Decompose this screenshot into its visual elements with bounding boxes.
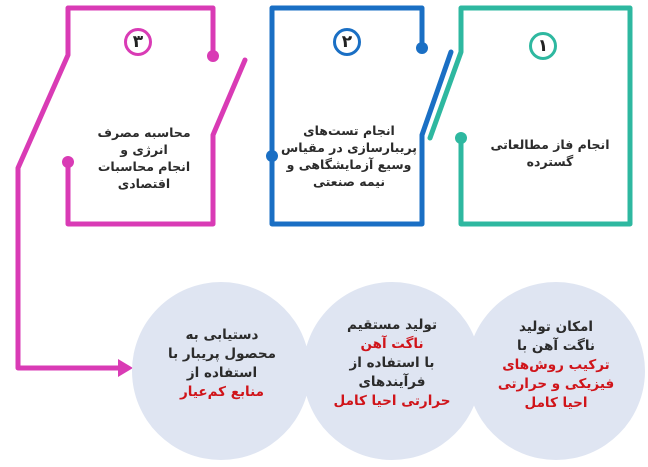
- outcome-1-highlight-3: احیا کامل: [524, 395, 588, 411]
- step-2-line-2: پریبارسازی در مقیاس: [281, 140, 417, 155]
- step-1-badge: ۱: [529, 32, 557, 60]
- outcome-1-highlight-1: ترکیب روش‌های: [502, 357, 610, 373]
- step-2-line-4: نیمه صنعتی: [312, 174, 386, 189]
- outcome-3-text: دستیابی به محصول پریبار با استفاده از من…: [146, 326, 298, 402]
- step-2-badge: ۲: [333, 28, 361, 56]
- step-2-text: انجام تست‌های پریبارسازی در مقیاس وسیع آ…: [280, 122, 418, 190]
- outcome-1-text: امکان تولید ناگت آهن با ترکیب روش‌های فی…: [480, 318, 632, 413]
- outcome-2-line-2: با استفاده از: [349, 355, 435, 371]
- step-2-line-3: وسیع آزمایشگاهی و: [286, 157, 412, 172]
- outcome-circle-3: [132, 282, 310, 460]
- outcome-2-line-3: فرآیندهای: [358, 374, 426, 390]
- outcome-2-line-1: تولید مستقیم: [346, 317, 438, 333]
- outcome-1-highlight-2: فیزیکی و حرارتی: [497, 376, 615, 392]
- step-3-badge: ۳: [124, 28, 152, 56]
- outcome-3-line-2: محصول پریبار با: [168, 346, 276, 362]
- step-1-outline: [427, 5, 633, 227]
- outcome-2-highlight-2: حرارتی احیا کامل: [333, 393, 451, 409]
- step-1-text: انجام فاز مطالعاتی گسترده: [480, 136, 620, 170]
- outcome-circle-1: [467, 282, 645, 460]
- step-3-outline: [15, 5, 248, 377]
- outcome-3-line-1: دستیابی به: [185, 327, 259, 343]
- step-2-outline: [266, 5, 454, 227]
- outcome-3-line-3: استفاده از: [186, 365, 258, 381]
- outcome-1-line-1: امکان تولید: [518, 319, 594, 335]
- outcome-2-text: تولید مستقیم ناگت آهن با استفاده از فرآی…: [316, 316, 468, 411]
- step-1-line-2: گسترده: [526, 154, 574, 169]
- outcome-circle-2: [303, 282, 481, 460]
- outcome-3-highlight-1: منابع کم‌عیار: [180, 384, 264, 400]
- outcome-1-line-2: ناگت آهن با: [517, 338, 595, 354]
- step-1-line-1: انجام فاز مطالعاتی: [490, 137, 610, 152]
- step-3-line-2: انجام محاسبات: [97, 159, 191, 174]
- step-3-line-3: اقتصادی: [117, 176, 171, 191]
- outcome-2-highlight-1: ناگت آهن: [360, 336, 424, 352]
- step-3-text: محاسبه مصرف انرژی و انجام محاسبات اقتصاد…: [78, 124, 210, 192]
- step-3-line-1: محاسبه مصرف انرژی و: [97, 125, 191, 157]
- step-2-line-1: انجام تست‌های: [303, 123, 395, 138]
